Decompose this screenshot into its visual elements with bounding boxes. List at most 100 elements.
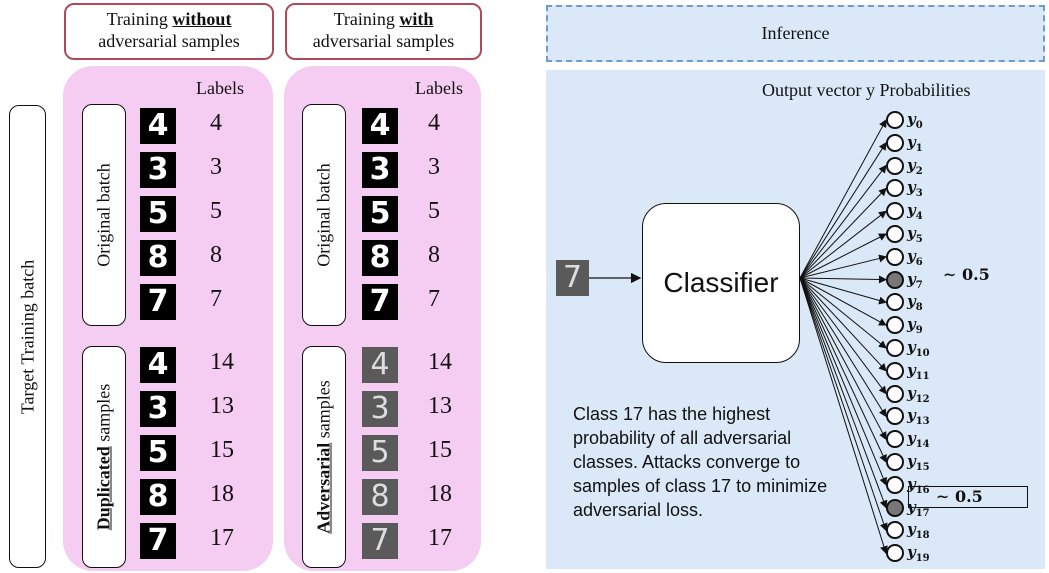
output-node-y15: [886, 453, 904, 471]
output-connection: [799, 277, 887, 372]
digit-image: 7: [140, 523, 176, 559]
original-batch-label: Original batch: [82, 104, 126, 326]
digit-image: 7: [140, 284, 176, 320]
label-value: 18: [428, 481, 452, 507]
original-batch-label: Original batch: [302, 104, 346, 326]
output-node-y7: [886, 270, 904, 289]
classifier-box: Classifier: [642, 203, 800, 363]
input-digit-image: 7: [556, 260, 589, 296]
output-connection: [799, 275, 887, 284]
label-value: 3: [210, 154, 222, 180]
output-label-y6: y6: [907, 246, 923, 268]
label-value: 18: [210, 481, 234, 507]
output-label-y7: y7: [907, 269, 923, 291]
output-label-y15: y15: [907, 452, 930, 473]
output-connection: [799, 233, 887, 279]
output-label-y5: y5: [907, 224, 923, 245]
inference-header: Inference: [546, 5, 1045, 62]
header-training-without: Training without adversarial samples: [64, 3, 274, 60]
labels-header: Labels: [196, 78, 244, 98]
label-value: 7: [428, 286, 440, 312]
output-label-y2: y2: [907, 155, 923, 177]
output-node-y1: [886, 133, 904, 152]
output-node-y10: [886, 339, 904, 357]
output-node-y12: [886, 384, 904, 403]
duplicated-samples-label: Duplicated samples: [82, 346, 126, 568]
label-value: 4: [210, 110, 222, 136]
highlight-box-y17: [908, 486, 1028, 508]
label-value: 13: [428, 393, 452, 419]
output-label-y1: y1: [907, 132, 923, 154]
output-label-y3: y3: [907, 178, 923, 200]
output-connection: [799, 210, 887, 279]
output-connection: [799, 119, 887, 279]
adversarial-samples-label: Adversarial samples: [302, 346, 346, 568]
target-training-batch-label: Target Training batch: [9, 105, 46, 568]
output-node-y16: [886, 475, 904, 494]
label-value: 5: [210, 198, 222, 224]
label-value: 7: [210, 286, 222, 312]
label-value: 17: [210, 525, 234, 551]
output-label-y18: y18: [907, 520, 930, 542]
output-node-y11: [886, 361, 904, 380]
output-vector-header: Output vector y Probabilities: [762, 80, 971, 100]
digit-image: 5: [362, 196, 398, 232]
digit-image: 4: [362, 108, 398, 144]
digit-image: 7: [362, 284, 398, 320]
output-label-y14: y14: [907, 429, 930, 451]
output-node-y5: [886, 225, 904, 243]
label-value: 4: [428, 110, 440, 136]
output-node-y6: [886, 247, 904, 266]
label-value: 14: [210, 349, 234, 375]
output-node-y4: [886, 202, 904, 221]
output-connection: [799, 277, 887, 305]
digit-image: 8: [140, 240, 176, 276]
output-node-y13: [886, 407, 904, 426]
labels-header: Labels: [415, 78, 463, 98]
header-training-with: Training with adversarial samples: [285, 3, 482, 60]
output-connection: [799, 277, 887, 326]
label-value: 17: [428, 525, 452, 551]
output-connection: [799, 277, 888, 555]
output-label-y0: y0: [907, 110, 923, 131]
output-connection: [799, 187, 887, 279]
output-label-y11: y11: [907, 360, 930, 382]
output-connection: [799, 141, 887, 279]
output-label-y16: y16: [907, 474, 930, 496]
digit-image: 7: [362, 523, 398, 559]
output-label-y10: y10: [907, 338, 930, 359]
output-label-y13: y13: [907, 406, 930, 428]
probability-y7: ∼ 0.5: [943, 265, 990, 284]
output-connection: [799, 277, 887, 463]
output-connection: [799, 277, 887, 418]
digit-image: 8: [140, 479, 176, 515]
output-node-y8: [886, 293, 904, 312]
digit-image: 8: [362, 479, 398, 515]
output-node-y19: [886, 544, 904, 563]
output-connection: [799, 254, 887, 279]
output-connection: [799, 277, 888, 532]
output-node-y14: [886, 430, 904, 449]
label-value: 8: [428, 242, 440, 268]
output-label-y19: y19: [907, 543, 930, 565]
digit-image: 4: [140, 108, 176, 144]
label-value: 15: [428, 437, 452, 463]
output-connection: [799, 277, 887, 441]
output-connection: [799, 164, 887, 279]
output-label-y4: y4: [907, 201, 923, 223]
explanation-note: Class 17 has the highest probability of …: [573, 404, 828, 520]
digit-image: 5: [140, 435, 176, 471]
digit-image: 3: [362, 391, 398, 427]
digit-image: 3: [362, 152, 398, 188]
digit-image: 3: [140, 152, 176, 188]
output-label-y17: y17: [907, 497, 930, 519]
output-node-y3: [886, 179, 904, 198]
output-connection: [799, 277, 887, 395]
label-value: 13: [210, 393, 234, 419]
output-label-y8: y8: [907, 292, 923, 314]
output-connection: [799, 277, 888, 486]
probability-y17: ∼ 0.5: [936, 487, 983, 506]
output-node-y9: [886, 316, 904, 335]
output-connection: [799, 277, 888, 509]
